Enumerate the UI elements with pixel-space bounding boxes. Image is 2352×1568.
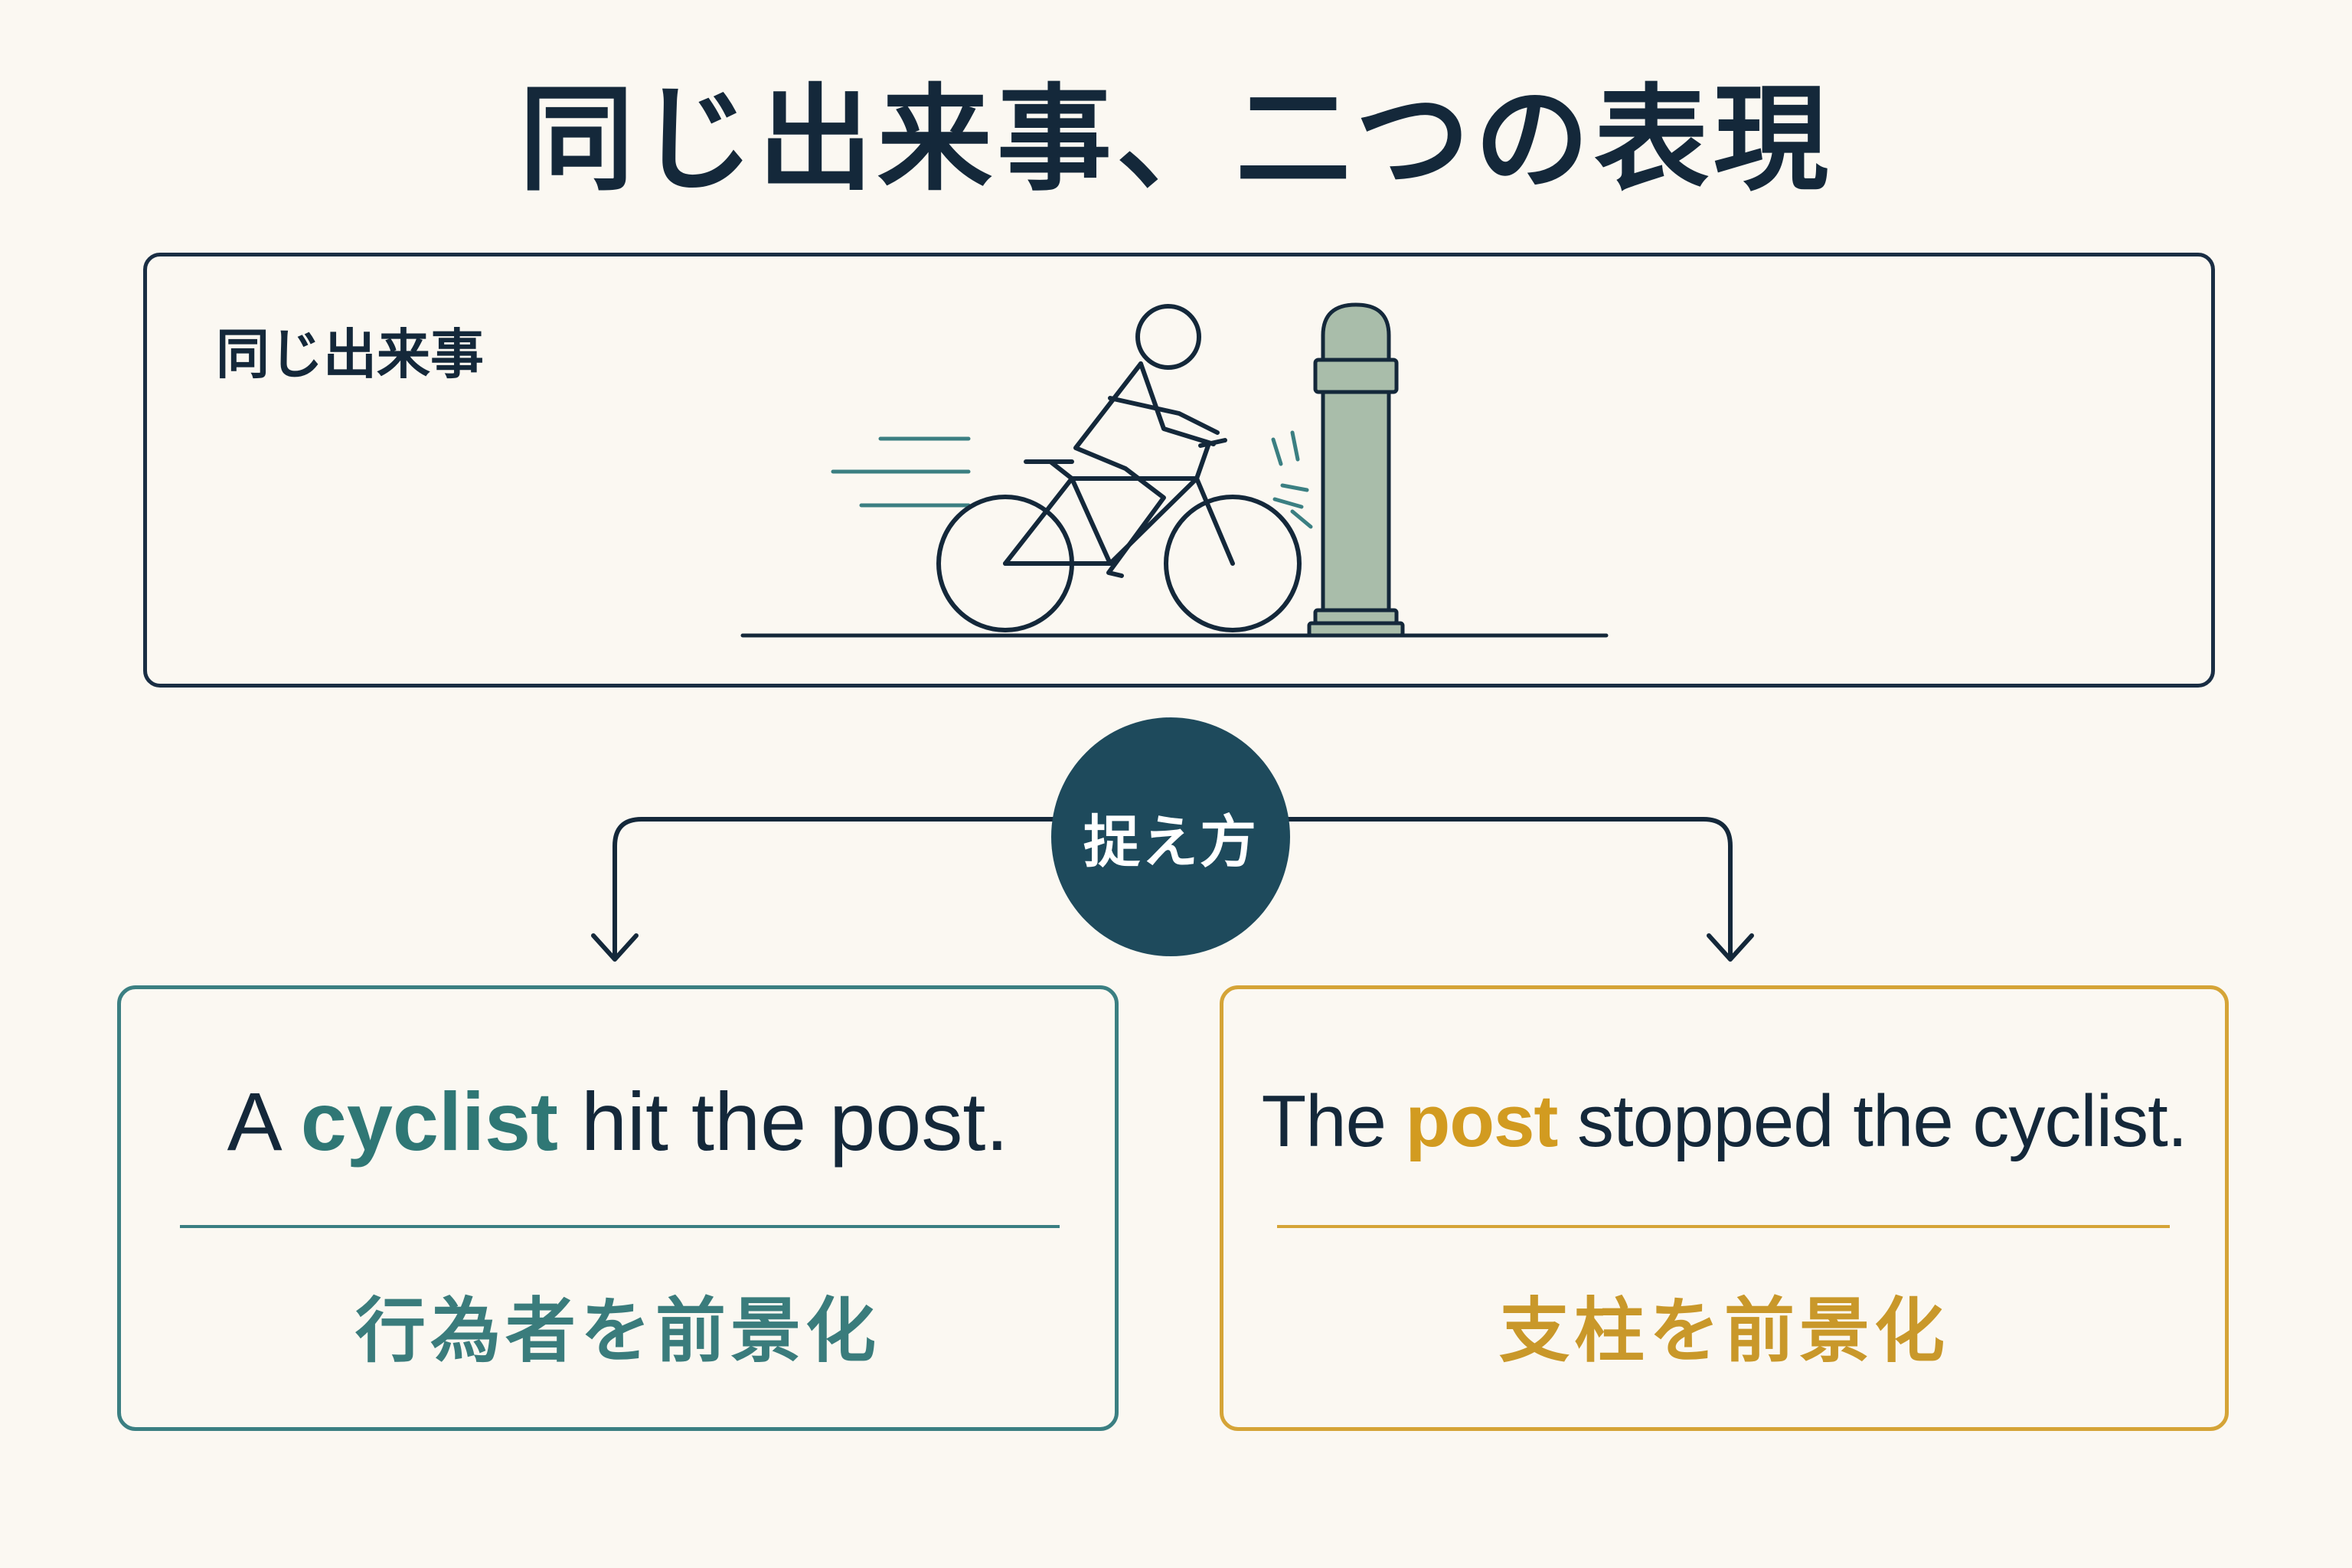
divider xyxy=(180,1225,1060,1228)
sentence-post-focus: The post stopped the cyclist. xyxy=(1223,1080,2225,1164)
caption-agent-focus: 行為者を前景化 xyxy=(354,1290,880,1372)
event-label: 同じ出来事 xyxy=(216,323,484,386)
hub-circle: 捉え方 xyxy=(1051,717,1290,956)
sentence-agent-focus: A cyclist hit the post. xyxy=(121,1073,1115,1169)
divider xyxy=(1277,1225,2170,1228)
impact-marks-icon xyxy=(1271,430,1313,529)
cyclist-icon xyxy=(1073,304,1220,578)
card-agent-focus: A cyclist hit the post. 行為者を前景化 xyxy=(117,985,1119,1431)
sentence-right-highlight: post xyxy=(1405,1080,1559,1162)
arrow-left-head-icon xyxy=(591,933,639,962)
arrow-right-head-icon xyxy=(1707,933,1754,962)
event-panel: 同じ出来事 xyxy=(143,253,2215,688)
sentence-left-highlight: cyclist xyxy=(300,1075,558,1168)
post-icon xyxy=(1307,302,1405,638)
card-post-focus: The post stopped the cyclist. 支柱を前景化 xyxy=(1220,985,2229,1431)
speed-lines-icon xyxy=(831,436,971,508)
hub-label: 捉え方 xyxy=(1083,808,1258,875)
arrow-left xyxy=(612,817,1059,958)
arrow-right xyxy=(1284,817,1733,958)
bicycle-icon xyxy=(936,438,1302,632)
page-title: 同じ出来事、二つの表現 xyxy=(518,74,1833,207)
sentence-left-before: A xyxy=(227,1075,301,1168)
sentence-right-after: stopped the cyclist. xyxy=(1557,1080,2187,1162)
sentence-left-after: hit the post. xyxy=(557,1075,1009,1168)
sentence-right-before: The xyxy=(1261,1080,1406,1162)
caption-post-focus: 支柱を前景化 xyxy=(1498,1290,1949,1372)
